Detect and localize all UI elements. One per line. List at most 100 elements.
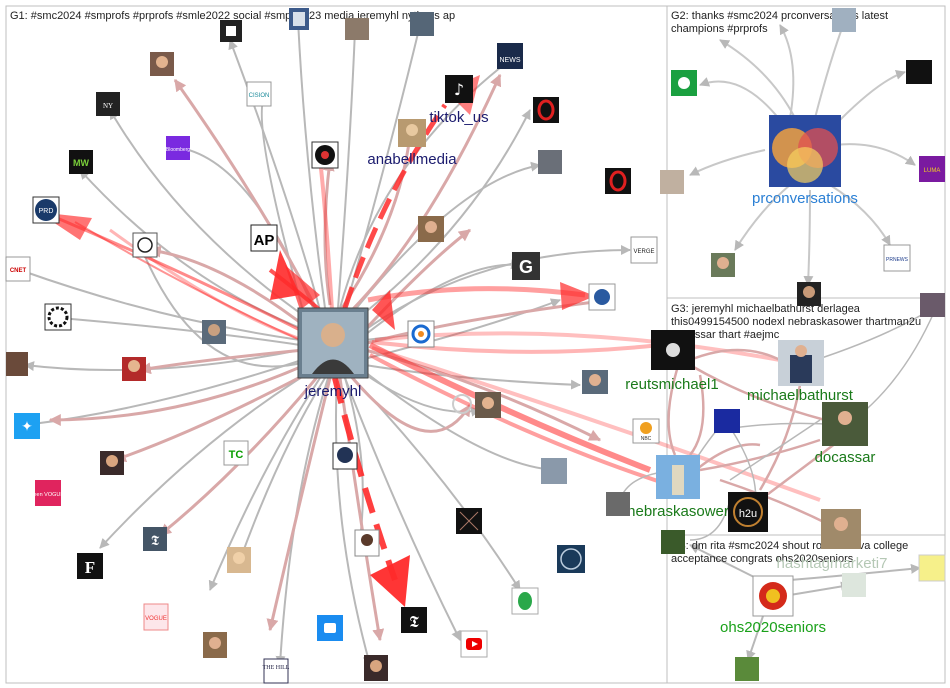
cartoon-avatar-node[interactable] <box>132 232 158 258</box>
nbc-icon-node[interactable]: NBC <box>632 418 660 444</box>
docassar-label: docassar <box>815 449 876 466</box>
group-g3-label-line1: G3: jeremyhl michaelbathurst derlagea <box>671 303 861 315</box>
the-hill-icon-text: THE HILL <box>263 665 290 671</box>
prnews-icon-node[interactable]: PRNEWS <box>883 244 911 272</box>
photo-node-r[interactable] <box>711 253 735 277</box>
robot-icon-node[interactable] <box>317 615 343 641</box>
f-icon-text: F <box>85 558 95 577</box>
new-york-mag-icon-node[interactable]: NY <box>96 92 120 116</box>
jeremyhl-node[interactable] <box>297 307 369 379</box>
cision-icon-text: CISION <box>249 93 270 99</box>
group-g1-label: G1: #smc2024 #smprofs #prprofs #smle2022… <box>10 10 455 22</box>
group-g4-label-line2: acceptance congrats ohs2020seniors <box>671 553 854 565</box>
prconversations-node[interactable] <box>769 115 841 187</box>
medium-icon-node[interactable] <box>220 20 242 42</box>
cnet-icon-node[interactable]: CNET <box>5 256 31 282</box>
photo-node-j[interactable] <box>364 655 388 681</box>
photo-node-o[interactable] <box>541 458 567 484</box>
svg-text:𝕿: 𝕿 <box>409 614 419 631</box>
bloomberg-icon-node[interactable]: Bloomberg <box>166 136 190 160</box>
photo-node-t[interactable] <box>920 293 945 317</box>
photo-node-s[interactable] <box>797 282 821 306</box>
prd-icon-node[interactable]: PRD <box>32 196 60 224</box>
photo-node-q[interactable] <box>660 170 684 194</box>
photo-node-x[interactable] <box>735 657 759 681</box>
photo-node-top2[interactable] <box>345 18 369 40</box>
photo-node-b[interactable] <box>150 52 174 76</box>
photo-node-v[interactable] <box>661 530 685 554</box>
svg-text:NY: NY <box>103 102 113 110</box>
photo-node-top3[interactable] <box>410 12 434 36</box>
photo-node-w[interactable] <box>842 573 866 597</box>
michaelbathurst-label: michaelbathurst <box>747 387 854 404</box>
group-g3-label-line3: docassar thart #aejmc <box>671 329 780 341</box>
photo-node-g[interactable] <box>227 547 251 573</box>
g2-edges <box>689 19 916 286</box>
hashtagmarketi7-node[interactable] <box>821 509 861 549</box>
seal-icon-node[interactable] <box>557 545 585 573</box>
prnews-icon-text: PRNEWS <box>886 257 909 263</box>
g-icon-node[interactable]: G <box>512 252 540 280</box>
vogue-pink-icon-node[interactable]: VOGUE <box>143 603 169 631</box>
photo-node-d[interactable] <box>6 352 28 376</box>
photo-node-m[interactable] <box>418 216 444 242</box>
prconversations-label: prconversations <box>752 190 858 207</box>
starburst-icon-node[interactable] <box>44 303 72 331</box>
dark-brand-icon-node[interactable] <box>906 60 932 84</box>
tiktok-icon-node[interactable]: ♪ <box>445 75 473 103</box>
reutsmichael1-node[interactable] <box>651 330 695 370</box>
jeremyhl-label: jeremyhl <box>304 383 362 400</box>
anabellmedia-photo-node[interactable] <box>398 119 426 147</box>
dark-cartoon-icon-node[interactable] <box>332 442 358 470</box>
nyt-icon-node-1[interactable]: 𝕿 <box>143 527 167 551</box>
h2u-icon-text: h2u <box>739 508 757 520</box>
techcrunch-icon-node[interactable]: TC <box>223 440 249 466</box>
youtube-icon-node[interactable] <box>460 630 488 658</box>
orange-ring-icon-node[interactable] <box>407 320 435 348</box>
photo-node-h[interactable] <box>354 529 380 557</box>
photo-node-l[interactable] <box>475 392 501 418</box>
h2u-icon-node[interactable]: h2u <box>728 492 768 532</box>
nbc-news-icon-node[interactable]: NEWS <box>497 43 523 69</box>
photo-node-f[interactable] <box>100 451 124 475</box>
twitter-icon-node[interactable]: ✦ <box>14 413 40 439</box>
hashtagmarketi7-label: hashtagmarketi7 <box>777 555 888 572</box>
leaf-icon-node[interactable] <box>511 587 539 615</box>
ohs2020seniors-node[interactable] <box>752 575 794 617</box>
ap-icon-node[interactable]: AP <box>250 224 278 252</box>
verge-icon-node[interactable]: VERGE <box>630 236 658 264</box>
photo-node-n[interactable] <box>582 370 608 394</box>
photo-node-e[interactable] <box>122 357 146 381</box>
group-g4-label-line1: G4: dm rita #smc2024 shout rodiles oliva… <box>671 540 908 552</box>
photo-node-c[interactable] <box>202 320 226 344</box>
dark-pattern-icon-node[interactable] <box>456 508 482 534</box>
g-icon-text: G <box>519 257 533 277</box>
teen-vogue-icon-node[interactable]: teen VOGUE <box>32 480 64 506</box>
the-hill-icon-node[interactable]: THE HILL <box>263 658 290 684</box>
photo-node-i[interactable] <box>203 632 227 658</box>
shield-icon-node[interactable] <box>714 409 740 433</box>
mw-icon-node[interactable]: MW <box>69 150 93 174</box>
ohs2020seniors-label: ohs2020seniors <box>720 619 826 636</box>
photo-node-top1[interactable] <box>289 8 309 30</box>
circle-logo-node[interactable] <box>311 141 339 169</box>
svg-text:VERGE: VERGE <box>633 249 654 255</box>
cision-icon-node[interactable]: CISION <box>246 81 272 107</box>
omaha-o-icon-node-2[interactable] <box>605 168 631 194</box>
photo-node-u[interactable] <box>606 492 630 516</box>
svg-text:✦: ✦ <box>21 419 33 435</box>
omaha-o-icon-node-1[interactable] <box>533 97 559 123</box>
photo-node-a[interactable] <box>538 150 562 174</box>
blue-globe-icon-node[interactable] <box>588 283 616 311</box>
docassar-node[interactable] <box>822 402 868 446</box>
svg-text:VOGUE: VOGUE <box>145 616 167 622</box>
photo-node-p[interactable] <box>832 8 856 32</box>
nebraskasower-node[interactable] <box>656 455 700 499</box>
forbes-icon-node[interactable]: F <box>77 553 103 579</box>
green-clover-icon-node[interactable] <box>671 70 697 96</box>
purple-logo-icon-node[interactable]: LUMA <box>919 156 945 182</box>
teen-vogue-icon-text: teen VOGUE <box>32 492 64 498</box>
michaelbathurst-node[interactable] <box>778 340 824 386</box>
yellow-icon-node[interactable] <box>918 554 946 582</box>
nyt-icon-node-2[interactable]: 𝕿 <box>401 607 427 633</box>
